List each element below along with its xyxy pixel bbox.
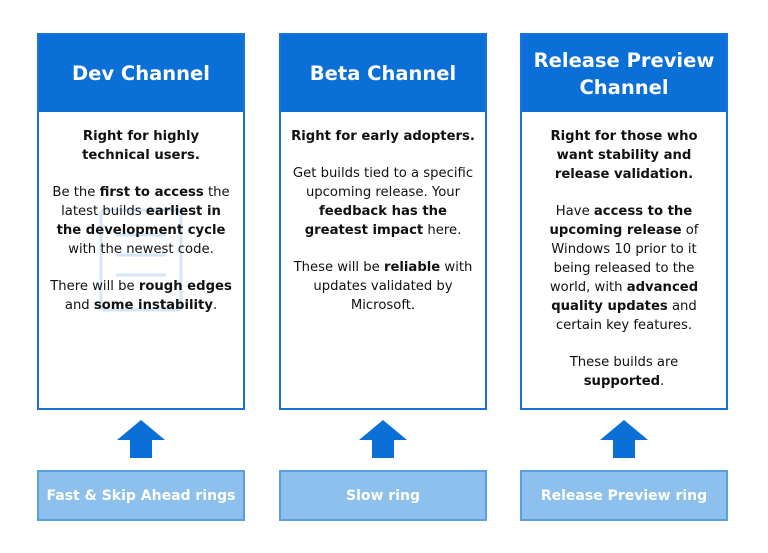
body-text: and (64, 298, 94, 313)
beta-channel-intro: Right for early adopters. (291, 129, 475, 144)
emphasis-text: rough edges (138, 279, 232, 294)
release-preview-channel-column: Release Preview Channel Right for those … (520, 33, 728, 410)
beta-channel-note: These will be reliable with updates vali… (291, 258, 475, 315)
release-preview-channel-intro: Right for those who want stability and r… (550, 129, 698, 182)
emphasis-text: advanced quality updates (551, 280, 699, 314)
beta-channel-description: Get builds tied to a specific upcoming r… (291, 164, 475, 240)
dev-channel-column: Dev Channel Right for highly technical u… (37, 33, 245, 410)
dev-channel-note: There will be rough edges and some insta… (49, 277, 233, 315)
emphasis-text: supported (583, 374, 661, 389)
body-text: with updates validated by Microsoft. (313, 260, 473, 313)
up-arrow-icon (600, 420, 648, 458)
emphasis-text: access to the upcoming release (549, 204, 693, 238)
fast-skip-ahead-ring-box: Fast & Skip Ahead rings (37, 470, 245, 521)
body-text: . (212, 298, 218, 313)
dev-channel-description: Be the first to access the latest builds… (49, 183, 233, 259)
slow-ring-box: Slow ring (279, 470, 487, 521)
body-text: Get builds tied to a specific upcoming r… (292, 166, 474, 200)
body-text: Have (555, 204, 594, 219)
body-text: . (660, 374, 665, 389)
up-arrow-icon (117, 420, 165, 458)
body-text: These will be (293, 260, 384, 275)
body-text: of Windows 10 prior to it being released… (549, 223, 699, 295)
body-text: here. (423, 223, 462, 238)
body-text: There will be (50, 279, 139, 294)
body-text: and certain key features. (555, 299, 697, 333)
emphasis-text: reliable (383, 260, 441, 275)
emphasis-text: some instability (93, 298, 213, 313)
release-preview-channel-description: Have access to the upcoming release of W… (532, 202, 716, 335)
dev-channel-intro: Right for highly technical users. (82, 129, 200, 163)
emphasis-text: first to access (99, 185, 204, 200)
body-text: with the newest code. (68, 242, 214, 257)
release-preview-channel-body: Right for those who want stability and r… (522, 112, 726, 391)
beta-channel-title: Beta Channel (281, 35, 485, 112)
beta-channel-card: Beta Channel Right for early adopters. G… (279, 33, 487, 410)
release-preview-ring-box: Release Preview ring (520, 470, 728, 521)
body-text: Be the (52, 185, 100, 200)
beta-channel-body: Right for early adopters. Get builds tie… (281, 112, 485, 315)
body-text: These builds are (569, 355, 679, 370)
emphasis-text: earliest in the development cycle (56, 204, 226, 238)
release-preview-channel-note: These builds are supported. (532, 353, 716, 391)
release-preview-channel-card: Release Preview Channel Right for those … (520, 33, 728, 410)
emphasis-text: feedback has the greatest impact (304, 204, 447, 238)
beta-channel-column: Beta Channel Right for early adopters. G… (279, 33, 487, 410)
dev-channel-body: Right for highly technical users. Be the… (39, 112, 243, 315)
dev-channel-card: Dev Channel Right for highly technical u… (37, 33, 245, 410)
up-arrow-icon (359, 420, 407, 458)
release-preview-channel-title: Release Preview Channel (522, 35, 726, 112)
body-text: the latest builds (61, 185, 230, 219)
dev-channel-title: Dev Channel (39, 35, 243, 112)
